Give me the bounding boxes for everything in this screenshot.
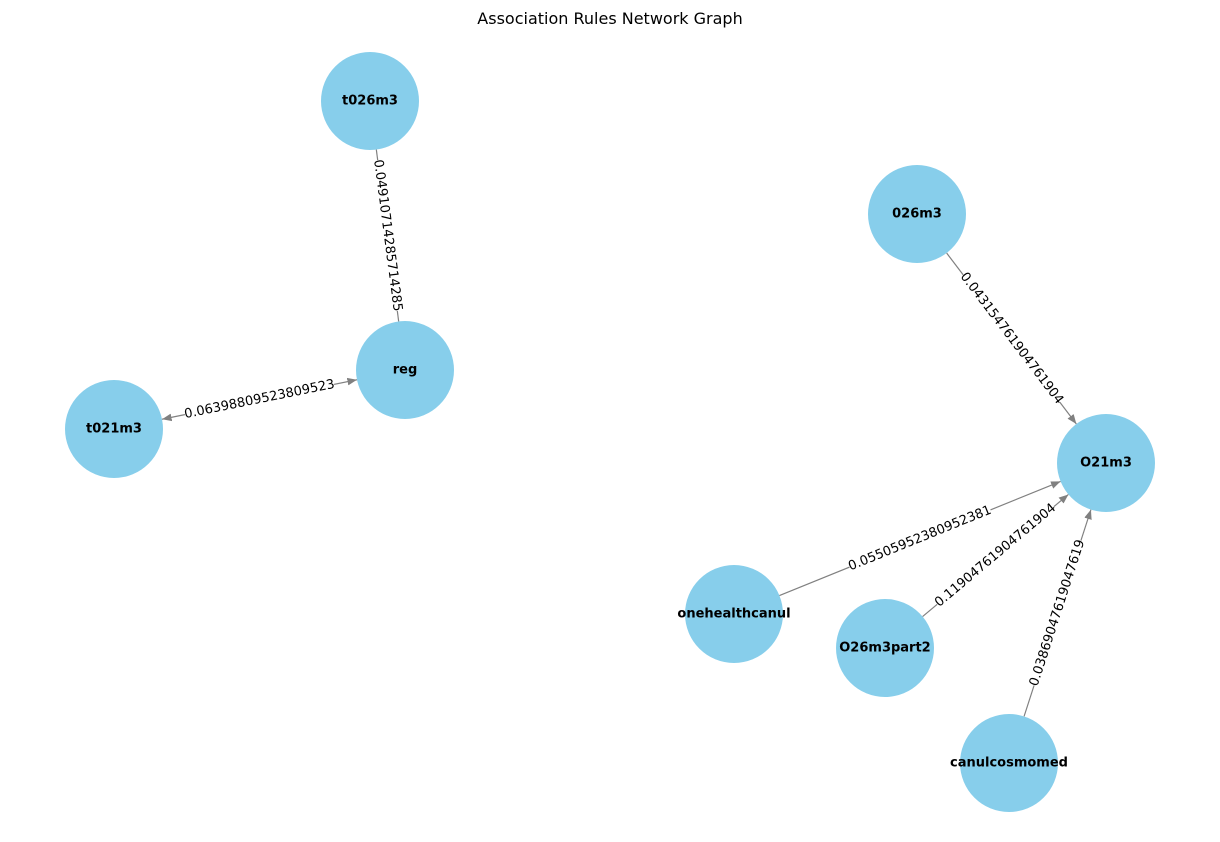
edge-label-background — [1025, 537, 1090, 689]
node-circle — [321, 52, 419, 150]
node-O26m3part2: O26m3part2 — [836, 599, 934, 697]
edge-label-background — [183, 375, 336, 424]
edge-label-group: 0.043154761904761904 — [955, 269, 1068, 408]
node-circle — [836, 599, 934, 697]
edge-label-group: 0.11904761904761904 — [931, 499, 1060, 612]
edge-weight-label: 0.04910714285714285 — [370, 159, 405, 313]
node-026m3: 026m3 — [868, 165, 966, 263]
node-t021m3: t021m3 — [65, 380, 163, 478]
edge-label-group: 0.04910714285714285 — [368, 158, 407, 313]
edge-label-background — [368, 158, 407, 313]
node-label: 026m3 — [892, 207, 942, 222]
edge-weight-label: 0.043154761904761904 — [957, 270, 1066, 408]
edge-label-group: 0.03869047619047619 — [1025, 537, 1090, 689]
node-label: reg — [393, 363, 418, 378]
node-label: O26m3part2 — [839, 641, 930, 656]
node-circle — [1057, 414, 1155, 512]
node-circle — [65, 380, 163, 478]
edge-label-background — [955, 269, 1068, 408]
node-reg: reg — [356, 321, 454, 419]
node-label: t026m3 — [342, 94, 398, 109]
node-label: t021m3 — [86, 422, 142, 437]
node-label: canulcosmomed — [950, 756, 1068, 771]
node-O21m3: O21m3 — [1057, 414, 1155, 512]
node-canulcosmomed: canulcosmomed — [950, 714, 1068, 812]
edge-label-background — [931, 499, 1060, 612]
node-circle — [960, 714, 1058, 812]
node-label: onehealthcanul — [677, 607, 790, 622]
node-label: O21m3 — [1080, 456, 1132, 471]
node-t026m3: t026m3 — [321, 52, 419, 150]
graph-title: Association Rules Network Graph — [477, 9, 742, 28]
node-circle — [868, 165, 966, 263]
edge-label-background — [846, 501, 994, 576]
node-circle — [685, 565, 783, 663]
edge-weight-label: 0.03869047619047619 — [1027, 538, 1088, 688]
node-circle — [356, 321, 454, 419]
edge-weight-label: 0.06398809523809523 — [183, 377, 336, 422]
edge-weight-label: 0.05505952380952381 — [846, 503, 993, 574]
edge-label-group: 0.06398809523809523 — [183, 375, 336, 424]
node-onehealthcanul: onehealthcanul — [677, 565, 791, 663]
